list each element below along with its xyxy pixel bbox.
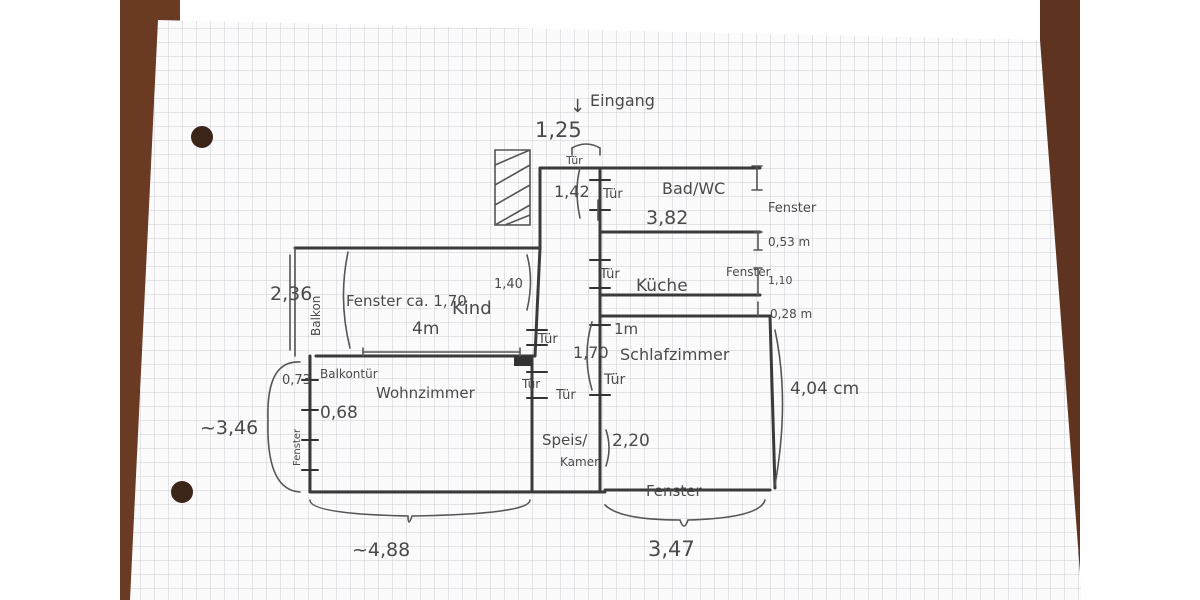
- dim-220: 2,20: [612, 431, 650, 451]
- label-balkontuer: Balkontür: [320, 367, 378, 381]
- punch-hole-bottom: [171, 481, 193, 503]
- dim-382: 3,82: [646, 207, 688, 229]
- label-fenster-bad: Fenster: [768, 201, 817, 216]
- floor-plan-labels: Eingang ↓ 1,25 Tür 1,42 Tür Bad/WC 3,82 …: [200, 91, 859, 561]
- label-fenster-kind: Fenster ca. 1,70: [346, 292, 467, 310]
- room-kueche: Küche: [636, 276, 688, 296]
- dim-140: 1,40: [494, 277, 523, 292]
- room-kamer: Kamer: [560, 455, 599, 469]
- label-tur-speis: Tür: [555, 388, 576, 403]
- label-tur-wohn: Tür: [521, 377, 540, 391]
- room-schlafzimmer: Schlafzimmer: [620, 345, 730, 364]
- label-tur-bad: Tür: [602, 187, 623, 202]
- label-tur-schlaf: Tür: [603, 372, 626, 388]
- room-speis: Speis/: [542, 431, 588, 449]
- entrance-arrow-icon: ↓: [570, 96, 585, 117]
- label-balkon-vertical: Balkon: [309, 296, 323, 336]
- dim-488: ~4,88: [352, 539, 410, 561]
- dim-028: 0,28 m: [770, 307, 812, 321]
- dim-404: 4,04 cm: [790, 379, 859, 399]
- room-kind: Kind: [452, 298, 492, 319]
- label-fenster-bottom: Fenster: [646, 482, 702, 500]
- label-tur-top: Tür: [565, 154, 583, 167]
- label-eingang: Eingang: [590, 91, 655, 110]
- label-tur-kind: Tür: [537, 332, 558, 347]
- label-tur-kueche: Tür: [599, 267, 620, 282]
- room-bad-wc: Bad/WC: [662, 179, 725, 198]
- dim-1m: 1m: [614, 320, 638, 338]
- label-fenster-wohn-vertical: Fenster: [292, 428, 303, 466]
- dim-236: 2,36: [270, 283, 312, 305]
- punch-hole-top: [191, 126, 213, 148]
- label-fenster-kueche: Fenster: [726, 265, 771, 279]
- room-wohnzimmer: Wohnzimmer: [376, 384, 476, 402]
- dim-073: 0,73: [282, 373, 311, 388]
- graph-paper: [130, 20, 1082, 600]
- dim-347: 3,47: [648, 537, 695, 561]
- dim-110: 1,10: [768, 274, 793, 287]
- dim-142: 1,42: [554, 182, 590, 201]
- floor-plan: [267, 143, 784, 527]
- dim-4m: 4m: [412, 319, 439, 339]
- dim-068: 0,68: [320, 403, 358, 423]
- dim-170: 1,70: [573, 343, 609, 362]
- dim-346: ~3,46: [200, 417, 258, 439]
- dim-053: 0,53 m: [768, 235, 810, 249]
- dim-125: 1,25: [535, 118, 582, 142]
